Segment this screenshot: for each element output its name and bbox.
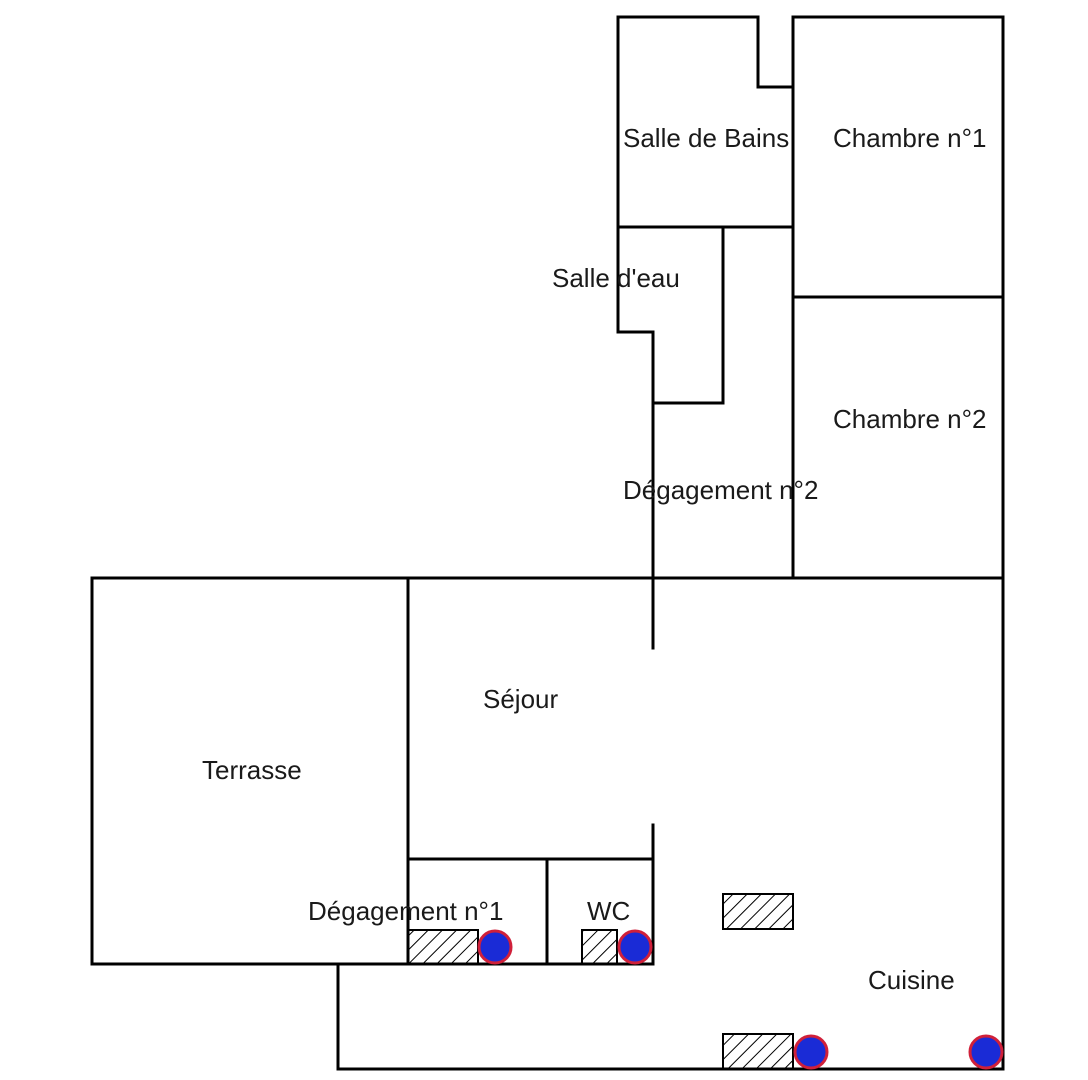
wall-terrasse <box>90 576 410 966</box>
label-chambre-2: Chambre n°2 <box>833 404 986 434</box>
wall-salle-de-bains <box>616 15 795 229</box>
room-labels: Salle de Bains Chambre n°1 Salle d'eau C… <box>202 123 986 995</box>
wall-salle-d-eau <box>616 225 725 405</box>
label-sejour: Séjour <box>483 684 558 714</box>
fixture-wc <box>581 929 618 965</box>
label-salle-d-eau: Salle d'eau <box>552 263 680 293</box>
label-degagement-1: Dégagement n°1 <box>308 896 503 926</box>
fixture-degagement-1 <box>407 929 479 965</box>
marker-dot <box>968 1034 1004 1070</box>
walls <box>90 15 1005 1071</box>
markers <box>477 929 1004 1070</box>
label-cuisine: Cuisine <box>868 965 955 995</box>
marker-dot <box>793 1034 829 1070</box>
label-chambre-1: Chambre n°1 <box>833 123 986 153</box>
marker-dot <box>617 929 653 965</box>
label-degagement-2: Dégagement n°2 <box>623 475 818 505</box>
label-wc: WC <box>587 896 630 926</box>
wall-chambre-1 <box>791 15 1005 299</box>
fixture-cuisine-center <box>722 893 794 930</box>
fixtures <box>407 893 794 1070</box>
marker-dot <box>477 929 513 965</box>
label-terrasse: Terrasse <box>202 755 302 785</box>
fixture-cuisine-bottom <box>722 1033 794 1070</box>
label-salle-de-bains: Salle de Bains <box>623 123 789 153</box>
